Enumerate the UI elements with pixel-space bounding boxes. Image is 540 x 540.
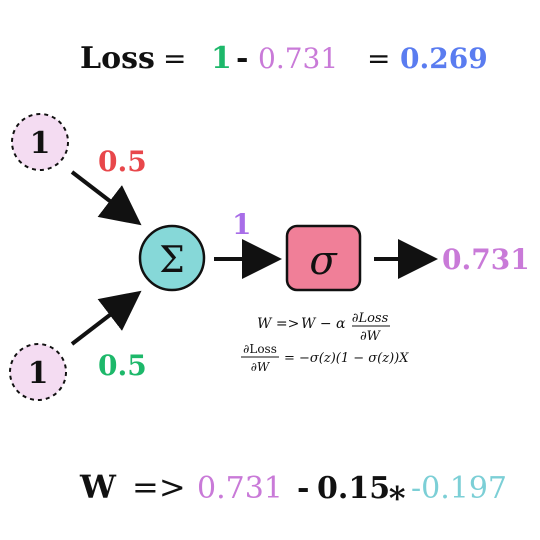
weight-update-old-weight: 0.731	[197, 471, 283, 506]
weight-label-1: 0.5	[98, 145, 147, 178]
gradient-formula: ∂Loss ∂W = −σ(z)(1 − σ(z))X	[241, 342, 409, 374]
sum-node: Σ	[138, 224, 206, 292]
weight-label-2: 0.5	[98, 349, 147, 382]
weight-update-learning-rate: 0.15	[317, 471, 390, 506]
sum-output-label: 1	[232, 208, 251, 241]
gradient-fraction-denominator: ∂W	[251, 360, 271, 374]
update-rule-lhs: W =>	[257, 316, 299, 332]
input-2-to-sum-arrow	[70, 290, 142, 346]
loss-target-value: 1	[211, 41, 232, 76]
input-1-to-sum-arrow	[70, 170, 142, 226]
weight-update-multiply: ∗	[386, 473, 408, 511]
sum-symbol: Σ	[159, 240, 184, 281]
loss-result-value: 0.269	[400, 42, 488, 75]
update-rule-fraction-denominator: ∂W	[360, 329, 382, 344]
sigmoid-node: σ	[285, 224, 362, 292]
update-rule-formula: W => W − α ∂Loss ∂W	[257, 311, 390, 344]
gradient-rhs: = −σ(z)(1 − σ(z))X	[284, 351, 409, 366]
input-node-1-label: 1	[30, 126, 51, 161]
weight-update-minus: -	[297, 471, 309, 506]
loss-equation: Loss = 1 - 0.731 = 0.269	[80, 41, 488, 76]
weight-update-label: W	[79, 468, 117, 506]
input-node-2: 1	[9, 343, 67, 401]
update-rule-rhs: W − α	[301, 316, 346, 332]
input-node-1: 1	[11, 113, 69, 171]
loss-prediction-value: 0.731	[258, 42, 338, 75]
loss-equals-sign-2: =	[367, 42, 390, 75]
loss-equals-sign: =	[163, 42, 186, 75]
weight-update-equation: W => 0.731 - 0.15 ∗ -0.197	[79, 468, 507, 511]
gradient-fraction-numerator: ∂Loss	[243, 342, 277, 356]
loss-label: Loss	[80, 41, 155, 76]
sigmoid-symbol: σ	[309, 238, 338, 284]
update-rule-fraction-numerator: ∂Loss	[352, 311, 389, 326]
input-node-2-label: 1	[28, 356, 49, 391]
loss-minus-sign: -	[236, 41, 248, 76]
weight-update-gradient: -0.197	[411, 471, 507, 506]
output-value: 0.731	[442, 243, 530, 276]
weight-update-arrow: =>	[132, 468, 186, 506]
